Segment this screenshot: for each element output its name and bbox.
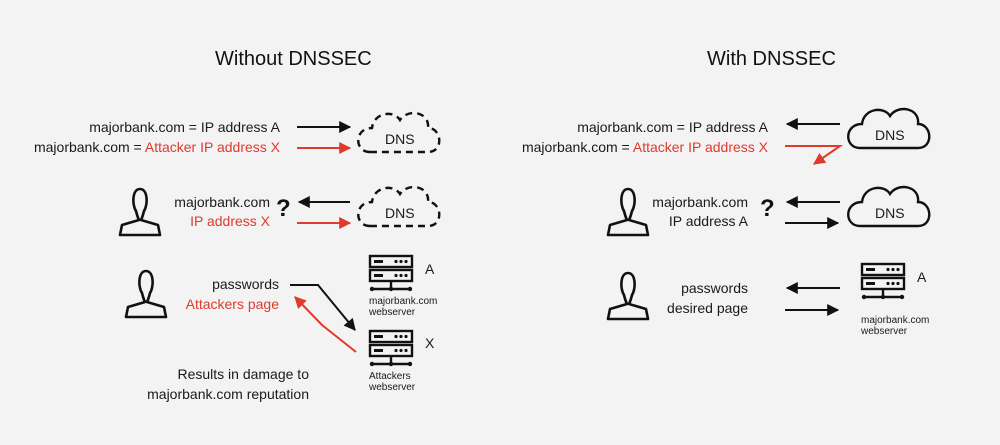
right-exchange-line1: passwords xyxy=(681,280,748,296)
right-response-line2: IP address A xyxy=(668,213,748,229)
server-x-letter: X xyxy=(425,335,435,351)
server-a-caption-2: webserver xyxy=(369,307,416,318)
left-query-line2-attacker: Attacker IP address X xyxy=(144,139,280,155)
left-response-line1: majorbank.com xyxy=(174,194,270,210)
arrow-icon xyxy=(290,284,356,331)
left-query-line1: majorbank.com = IP address A xyxy=(89,119,280,135)
left-response-line2: IP address X xyxy=(190,213,270,229)
left-footer-line2: majorbank.com reputation xyxy=(147,386,309,402)
question-icon: ? xyxy=(760,195,775,222)
left-exchange-line2: Attackers page xyxy=(185,296,279,312)
question-icon: ? xyxy=(276,195,291,222)
arrow-icon xyxy=(294,296,357,353)
server-a-caption-1: majorbank.com xyxy=(369,296,438,307)
right-server-caption-1: majorbank.com xyxy=(861,315,930,326)
arrow-icon xyxy=(785,145,844,165)
right-response-line1: majorbank.com xyxy=(652,194,748,210)
left-footer-line1: Results in damage to xyxy=(177,366,309,382)
user-icon xyxy=(118,187,162,237)
right-query-line2-attacker: Attacker IP address X xyxy=(632,139,768,155)
left-exchange-line1: passwords xyxy=(212,276,279,292)
right-panel-title: With DNSSEC xyxy=(707,48,836,70)
right-query-line2-prefix: majorbank.com = xyxy=(521,139,633,155)
left-query-line2-prefix: majorbank.com = xyxy=(33,139,145,155)
right-dns-label-2: DNS xyxy=(875,205,905,221)
right-query-line2: majorbank.com = Attacker IP address X xyxy=(522,138,768,156)
right-query-line1: majorbank.com = IP address A xyxy=(577,119,768,135)
right-dns-label-1: DNS xyxy=(875,127,905,143)
user-icon xyxy=(606,271,650,321)
server-icon xyxy=(368,254,414,293)
left-dns-label-1: DNS xyxy=(385,131,415,147)
server-icon xyxy=(860,262,906,301)
right-exchange-line2: desired page xyxy=(667,300,748,316)
server-x-caption-1: Attackers xyxy=(369,371,411,382)
server-a-letter: A xyxy=(425,261,435,277)
right-server-letter: A xyxy=(917,269,927,285)
left-query-line2: majorbank.com = Attacker IP address X xyxy=(34,138,280,156)
server-icon xyxy=(368,329,414,368)
user-icon xyxy=(606,187,650,237)
left-dns-label-2: DNS xyxy=(385,205,415,221)
user-icon xyxy=(124,269,168,319)
right-server-caption-2: webserver xyxy=(861,326,908,337)
server-x-caption-2: webserver xyxy=(369,382,416,393)
left-panel-title: Without DNSSEC xyxy=(215,48,372,70)
